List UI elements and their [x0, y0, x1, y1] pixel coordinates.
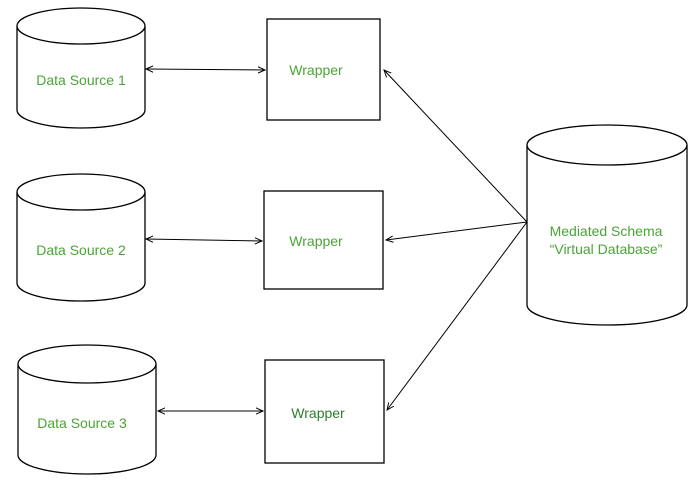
source-2-wrapper-2-arrow — [146, 239, 262, 241]
data-source-1-label: Data Source 1 — [36, 72, 126, 88]
schema-wrapper-1-arrow — [384, 70, 528, 223]
wrapper-1-label: Wrapper — [289, 62, 343, 78]
mediated-schema-label-line2: “Virtual Database” — [550, 241, 663, 257]
wrapper-2-label: Wrapper — [289, 233, 343, 249]
mediated-schema-cylinder: Mediated Schema “Virtual Database” — [526, 124, 688, 326]
data-source-3-label: Data Source 3 — [37, 415, 127, 431]
schema-wrapper-3-arrow — [387, 221, 528, 410]
wrapper-3-label: Wrapper — [291, 405, 345, 421]
source-1-wrapper-1-arrow — [146, 69, 265, 70]
wrapper-3-box: Wrapper — [264, 359, 385, 464]
wrapper-1-box: Wrapper — [266, 18, 381, 121]
data-source-2-label: Data Source 2 — [36, 242, 126, 258]
data-source-3-cylinder: Data Source 3 — [17, 344, 157, 475]
schema-wrapper-2-arrow — [386, 221, 528, 240]
data-source-1-cylinder: Data Source 1 — [16, 7, 146, 129]
mediated-schema-label-line1: Mediated Schema — [550, 223, 663, 239]
data-source-2-cylinder: Data Source 2 — [16, 173, 146, 302]
wrapper-2-box: Wrapper — [263, 190, 384, 290]
